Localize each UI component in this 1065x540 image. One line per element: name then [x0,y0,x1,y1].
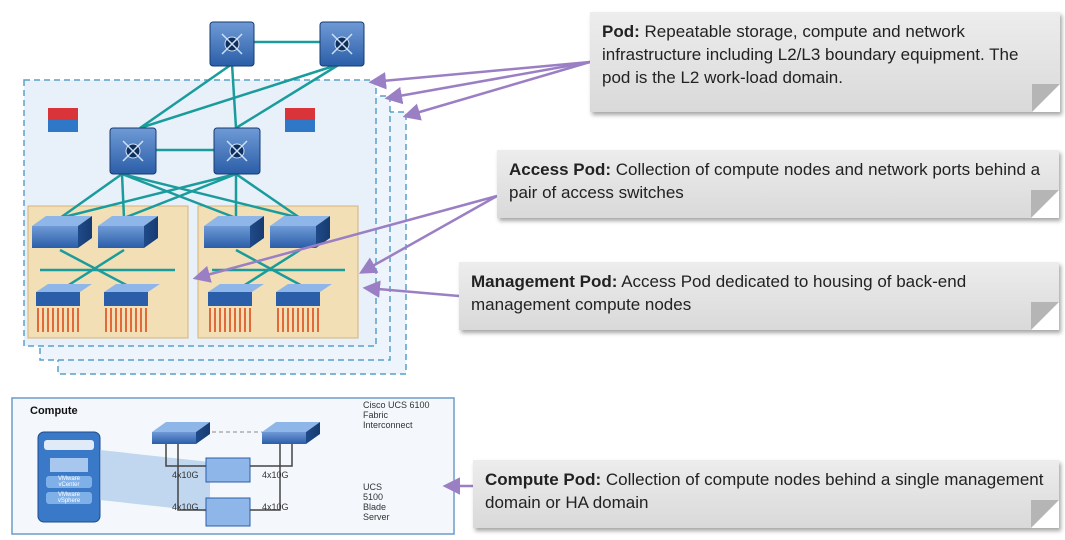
callout-arrows [192,60,591,495]
vm-label-2: VMware vSphere [57,492,81,504]
callout-fold-corner [1031,302,1059,330]
link-label-left-top: 4x10G [172,470,199,480]
access-pod-callout-title: Access Pod: [509,160,612,179]
access-switches [32,216,330,248]
compute-pod-callout-title: Compute Pod: [485,470,602,489]
blade-server-label: UCS 5100 Blade Server [363,482,390,522]
pod-callout: Pod: Repeatable storage, compute and net… [590,12,1060,112]
link-label-left-bottom: 4x10G [172,502,199,512]
server-nodes [36,284,332,332]
service-module-right [285,108,315,132]
fabric-interconnect-label: Cisco UCS 6100 Fabric Interconnect [363,400,430,430]
access-pod-callout-text: Collection of compute nodes and network … [509,160,1041,202]
management-pod-callout: Management Pod: Access Pod dedicated to … [459,262,1059,330]
pod-callout-title: Pod: [602,22,640,41]
compute-panel [11,397,455,535]
service-module-left [48,108,78,132]
compute-pod-callout: Compute Pod: Collection of compute nodes… [473,460,1059,528]
compute-pod-callout-text: Collection of compute nodes behind a sin… [485,470,1044,512]
aggregation-switch-left [109,127,157,175]
callout-fold-corner [1032,84,1060,112]
compute-panel-title: Compute [30,405,78,417]
core-switch-right [319,21,365,67]
aggregation-switch-right [213,127,261,175]
access-pod-callout: Access Pod: Collection of compute nodes … [497,150,1059,218]
link-label-right-top: 4x10G [262,470,289,480]
core-switch-left [209,21,255,67]
link-label-right-bottom: 4x10G [262,502,289,512]
vm-label-1: VMware vCenter [57,476,80,488]
callout-fold-corner [1031,500,1059,528]
management-pod-callout-title: Management Pod: [471,272,618,291]
callout-fold-corner [1031,190,1059,218]
network-links [40,40,345,290]
management-pod-callout-text: Access Pod dedicated to housing of back-… [471,272,967,314]
pod-callout-text: Repeatable storage, compute and network … [602,22,1019,87]
